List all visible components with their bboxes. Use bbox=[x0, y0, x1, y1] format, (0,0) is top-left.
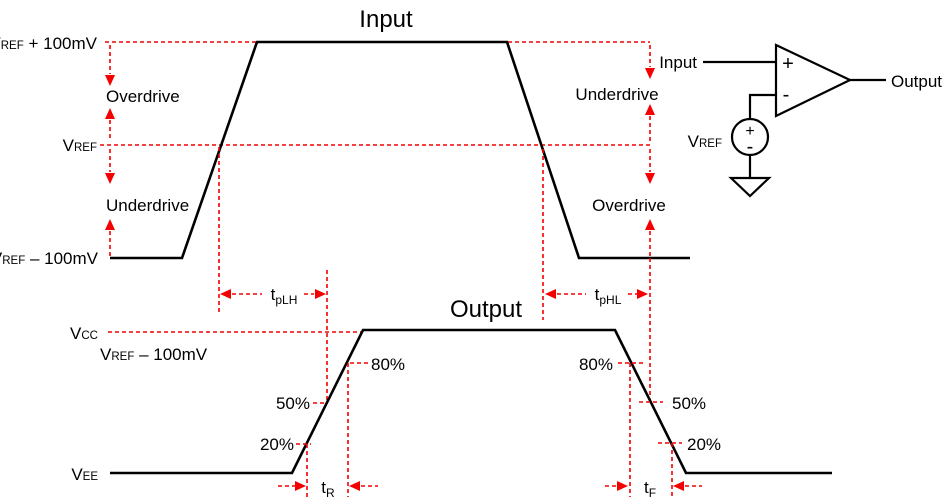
input-right-drive-arrows bbox=[645, 45, 655, 402]
falling-edge-markers: 80% 50% 20% bbox=[579, 355, 721, 497]
inverting-input-wire bbox=[748, 93, 776, 119]
comparator-circuit: Input + - Output + - VREF bbox=[659, 43, 942, 198]
tplh-annotation: tpLH bbox=[218, 147, 328, 403]
comparator-minus-sign: - bbox=[783, 84, 790, 106]
circuit-output-label: Output bbox=[891, 72, 942, 91]
fall-80-label: 80% bbox=[579, 355, 613, 374]
rise-80-label: 80% bbox=[371, 355, 405, 374]
input-left-drive-arrows bbox=[105, 45, 115, 256]
ground-icon bbox=[728, 176, 772, 198]
vcc-label: VCC bbox=[70, 324, 98, 343]
input-waveform-section: Input V bbox=[0, 6, 690, 402]
arrow-down-icon bbox=[105, 173, 115, 184]
source-minus-sign: - bbox=[747, 136, 754, 158]
vee-label: VEE bbox=[71, 465, 98, 484]
rise-50-label: 50% bbox=[276, 394, 310, 413]
arrow-right-icon bbox=[315, 289, 326, 299]
overdrive-left-label: Overdrive bbox=[106, 87, 180, 106]
source-plus-sign: + bbox=[745, 123, 754, 140]
vref-plus-100mv-label: VREF + 100mV bbox=[0, 34, 98, 53]
overdrive-right-label: Overdrive bbox=[592, 196, 666, 215]
tr-annotation: tR bbox=[278, 478, 378, 500]
arrow-down-icon bbox=[645, 68, 655, 79]
output-waveform-section: Output VCC VREF – 100mV VEE 20% 50% 80% … bbox=[70, 296, 832, 500]
arrow-left-icon bbox=[545, 289, 556, 299]
fall-20-label: 20% bbox=[687, 435, 721, 454]
tphl-label: tpHL bbox=[595, 285, 622, 307]
tf-annotation: tF bbox=[605, 478, 702, 500]
tplh-label: tpLH bbox=[271, 285, 298, 307]
arrow-right-icon bbox=[295, 481, 306, 491]
arrow-down-icon bbox=[105, 75, 115, 86]
output-waveform-trace bbox=[110, 328, 832, 475]
input-waveform-trace bbox=[110, 40, 690, 260]
arrow-left-icon bbox=[220, 289, 231, 299]
arrow-left-icon bbox=[673, 481, 684, 491]
rise-20-label: 20% bbox=[260, 435, 294, 454]
input-title: Input bbox=[359, 6, 413, 33]
arrow-right-icon bbox=[637, 289, 648, 299]
circuit-input-label: Input bbox=[659, 53, 697, 72]
tphl-annotation: tpHL bbox=[542, 149, 648, 320]
vref-label: VREF bbox=[63, 136, 97, 155]
arrow-up-icon bbox=[645, 219, 655, 230]
fall-50-label: 50% bbox=[672, 394, 706, 413]
circuit-vref-label: VREF bbox=[688, 132, 722, 151]
comparator-plus-sign: + bbox=[782, 53, 794, 75]
underdrive-right-label: Underdrive bbox=[575, 85, 658, 104]
tr-label: tR bbox=[321, 478, 335, 500]
arrow-down-icon bbox=[645, 173, 655, 184]
output-vref-minus-100mv-label: VREF – 100mV bbox=[100, 345, 208, 364]
arrow-up-icon bbox=[105, 219, 115, 230]
rising-edge-markers: 20% 50% 80% bbox=[260, 355, 405, 497]
vref-minus-100mv-label: VREF – 100mV bbox=[0, 249, 99, 268]
arrow-left-icon bbox=[349, 481, 360, 491]
comparator-triangle bbox=[774, 43, 853, 118]
underdrive-left-label: Underdrive bbox=[106, 196, 189, 215]
arrow-up-icon bbox=[645, 104, 655, 115]
output-title: Output bbox=[450, 296, 522, 323]
tf-label: tF bbox=[644, 478, 656, 500]
arrow-right-icon bbox=[617, 481, 628, 491]
arrow-up-icon bbox=[105, 108, 115, 119]
